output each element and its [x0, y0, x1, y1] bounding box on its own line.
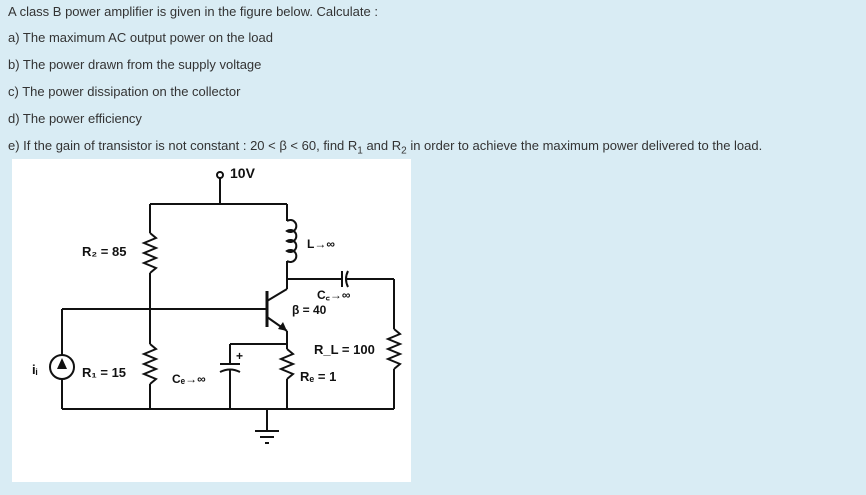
- question-e-sub1: 1: [357, 145, 363, 157]
- circuit-figure: 10V R₂ = 85 R₁ = 15 iᵢ L→∞ C꜀→∞ β = 40 R…: [12, 159, 411, 482]
- question-a: a) The maximum AC output power on the lo…: [8, 30, 273, 45]
- resistor-r2-icon: [141, 232, 159, 274]
- emitter-arrow-icon: [278, 322, 287, 331]
- cc-label: C꜀→∞: [317, 288, 350, 302]
- r1-label: R₁ = 15: [82, 365, 126, 380]
- question-c: c) The power dissipation on the collecto…: [8, 84, 241, 99]
- source-arrow-icon: [57, 358, 67, 369]
- source-label: iᵢ: [32, 362, 38, 377]
- question-e-part2: and R: [362, 138, 402, 153]
- inductor-label: L→∞: [307, 237, 335, 251]
- ce-label: Cₑ→∞: [172, 372, 206, 386]
- question-e: e) If the gain of transistor is not cons…: [8, 138, 762, 160]
- question-b: b) The power drawn from the supply volta…: [8, 57, 262, 72]
- question-e-part3: in order to achieve the maximum power de…: [406, 138, 763, 153]
- circuit-diagram: 10V R₂ = 85 R₁ = 15 iᵢ L→∞ C꜀→∞ β = 40 R…: [32, 165, 403, 444]
- ce-plus-sign: +: [236, 349, 243, 363]
- beta-label: β = 40: [292, 303, 327, 317]
- rl-label: R_L = 100: [314, 342, 375, 357]
- resistor-re-icon: [278, 348, 296, 380]
- supply-terminal-icon: [216, 171, 224, 179]
- r2-label: R₂ = 85: [82, 244, 126, 259]
- question-d: d) The power efficiency: [8, 111, 142, 126]
- question-e-sub2: 2: [401, 145, 407, 157]
- resistor-r1-icon: [141, 343, 159, 385]
- supply-label: 10V: [230, 165, 256, 181]
- re-label: Rₑ = 1: [300, 369, 336, 384]
- question-e-part1: e) If the gain of transistor is not cons…: [8, 138, 358, 153]
- question-intro: A class B power amplifier is given in th…: [8, 4, 378, 19]
- inductor-icon: [285, 219, 298, 263]
- resistor-rl-icon: [385, 328, 403, 370]
- transistor-collector-icon: [266, 288, 288, 302]
